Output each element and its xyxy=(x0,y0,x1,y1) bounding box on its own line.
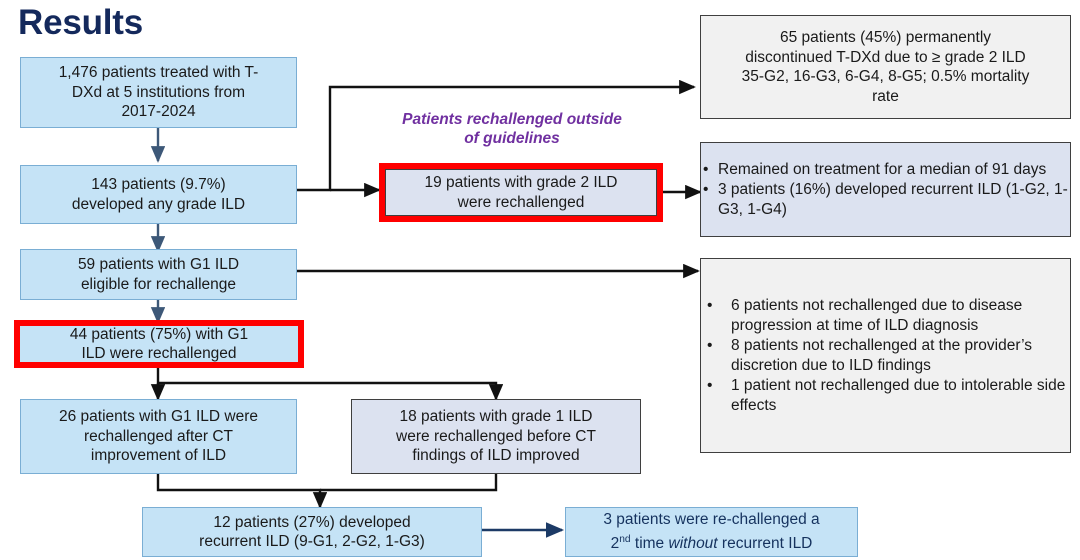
node-g1-eligible-line-1: 59 patients with G1 ILD xyxy=(77,256,240,273)
node-discontinued-line-3: 35-G2, 16-G3, 6-G4, 8-G5; 0.5% mortality xyxy=(741,68,1030,85)
callout-line-2: of guidelines xyxy=(464,130,560,147)
node-cohort-line-1: 1,476 patients treated with T- xyxy=(58,64,259,82)
list-item: 1 patient not rechallenged due to intole… xyxy=(701,376,1070,416)
second-ordinal-suffix: nd xyxy=(619,533,631,545)
node-discontinued-line-4: rate xyxy=(872,87,899,105)
node-not-rechallenged-list: 6 patients not rechallenged due to disea… xyxy=(701,296,1070,416)
node-g2-rechallenged: 19 patients with grade 2 ILD were rechal… xyxy=(385,169,657,216)
node-g1-eligible[interactable]: 59 patients with G1 ILD eligible for rec… xyxy=(20,249,297,300)
node-g2-outcomes-list: Remained on treatment for a median of 91… xyxy=(701,160,1070,220)
node-discontinued-line-1: 65 patients (45%) permanently xyxy=(779,29,992,46)
node-before-ct-line-2: were rechallenged before CT xyxy=(396,427,596,445)
node-recurrent-line-2: recurrent ILD (9-G1, 2-G2, 1-G3) xyxy=(199,533,425,550)
node-g2-rechallenged-highlight[interactable]: 19 patients with grade 2 ILD were rechal… xyxy=(379,163,663,222)
node-g1-rechallenged-line-2: ILD were rechallenged xyxy=(81,345,237,362)
node-recurrent-ild-text: 12 patients (27%) developed recurrent IL… xyxy=(143,513,481,552)
node-rechallenged-before-ct-text: 18 patients with grade 1 ILD were rechal… xyxy=(352,407,640,466)
node-g1-rechallenged-highlight[interactable]: 44 patients (75%) with G1 ILD were recha… xyxy=(14,320,304,368)
second-ordinal-number: 2 xyxy=(610,535,620,553)
callout-rechallenged-outside-guidelines: Patients rechallenged outside of guideli… xyxy=(362,110,662,148)
node-any-grade-ild[interactable]: 143 patients (9.7%) developed any grade … xyxy=(20,165,297,224)
node-second-rechallenge-line-2: 2nd time without recurrent ILD xyxy=(572,530,851,554)
node-second-rechallenge-line-1: 3 patients were re-challenged a xyxy=(603,511,820,529)
node-g1-rechallenged: 44 patients (75%) with G1 ILD were recha… xyxy=(20,326,298,362)
list-item: 6 patients not rechallenged due to disea… xyxy=(701,296,1070,336)
node-discontinued-line-2: discontinued T-DXd due to ≥ grade 2 ILD xyxy=(745,48,1026,66)
page-title: Results xyxy=(18,3,144,42)
node-before-ct-line-1: 18 patients with grade 1 ILD xyxy=(399,408,593,426)
node-g2-outcomes[interactable]: Remained on treatment for a median of 91… xyxy=(700,142,1071,237)
node-before-ct-line-3: findings of ILD improved xyxy=(412,447,580,465)
node-g2-rechallenged-text: 19 patients with grade 2 ILD were rechal… xyxy=(386,173,656,212)
list-item: 3 patients (16%) developed recurrent ILD… xyxy=(701,180,1070,220)
node-any-grade-ild-line-1: 143 patients (9.7%) xyxy=(91,176,226,193)
node-rechallenged-after-ct-text: 26 patients with G1 ILD were rechallenge… xyxy=(21,407,296,466)
node-recurrent-line-1: 12 patients (27%) developed xyxy=(213,513,411,531)
node-after-ct-line-1: 26 patients with G1 ILD were xyxy=(58,408,259,426)
node-g1-rechallenged-line-1: 44 patients (75%) with G1 xyxy=(69,325,249,343)
second-time-text: time xyxy=(630,535,669,553)
node-cohort[interactable]: 1,476 patients treated with T- DXd at 5 … xyxy=(20,57,297,128)
node-cohort-text: 1,476 patients treated with T- DXd at 5 … xyxy=(21,63,296,122)
callout-line-1: Patients rechallenged outside xyxy=(402,111,622,128)
node-g2-line-2: were rechallenged xyxy=(457,193,585,211)
node-g1-eligible-text: 59 patients with G1 ILD eligible for rec… xyxy=(21,255,296,294)
node-any-grade-ild-text: 143 patients (9.7%) developed any grade … xyxy=(21,175,296,214)
node-g2-line-1: 19 patients with grade 2 ILD xyxy=(424,174,618,191)
node-cohort-line-2: DXd at 5 institutions from xyxy=(71,83,246,101)
node-g1-eligible-line-2: eligible for rechallenge xyxy=(80,275,237,293)
second-tail-text: recurrent ILD xyxy=(717,535,813,553)
node-any-grade-ild-line-2: developed any grade ILD xyxy=(71,195,246,213)
node-not-rechallenged-reasons[interactable]: 6 patients not rechallenged due to disea… xyxy=(700,258,1071,453)
node-recurrent-ild[interactable]: 12 patients (27%) developed recurrent IL… xyxy=(142,507,482,557)
list-item: Remained on treatment for a median of 91… xyxy=(701,160,1070,180)
list-item: 8 patients not rechallenged at the provi… xyxy=(701,336,1070,376)
node-cohort-line-3: 2017-2024 xyxy=(121,103,196,121)
node-discontinued-text: 65 patients (45%) permanently discontinu… xyxy=(701,28,1070,106)
node-second-rechallenge[interactable]: 3 patients were re-challenged a 2nd time… xyxy=(565,507,858,557)
node-after-ct-line-2: rechallenged after CT xyxy=(83,427,234,445)
node-after-ct-line-3: improvement of ILD xyxy=(90,447,227,465)
node-second-rechallenge-text: 3 patients were re-challenged a 2nd time… xyxy=(566,510,857,553)
without-emphasis: without xyxy=(668,535,718,553)
node-g1-rechallenged-text: 44 patients (75%) with G1 ILD were recha… xyxy=(20,325,298,364)
node-discontinued[interactable]: 65 patients (45%) permanently discontinu… xyxy=(700,15,1071,119)
node-rechallenged-after-ct[interactable]: 26 patients with G1 ILD were rechallenge… xyxy=(20,399,297,474)
node-rechallenged-before-ct[interactable]: 18 patients with grade 1 ILD were rechal… xyxy=(351,399,641,474)
